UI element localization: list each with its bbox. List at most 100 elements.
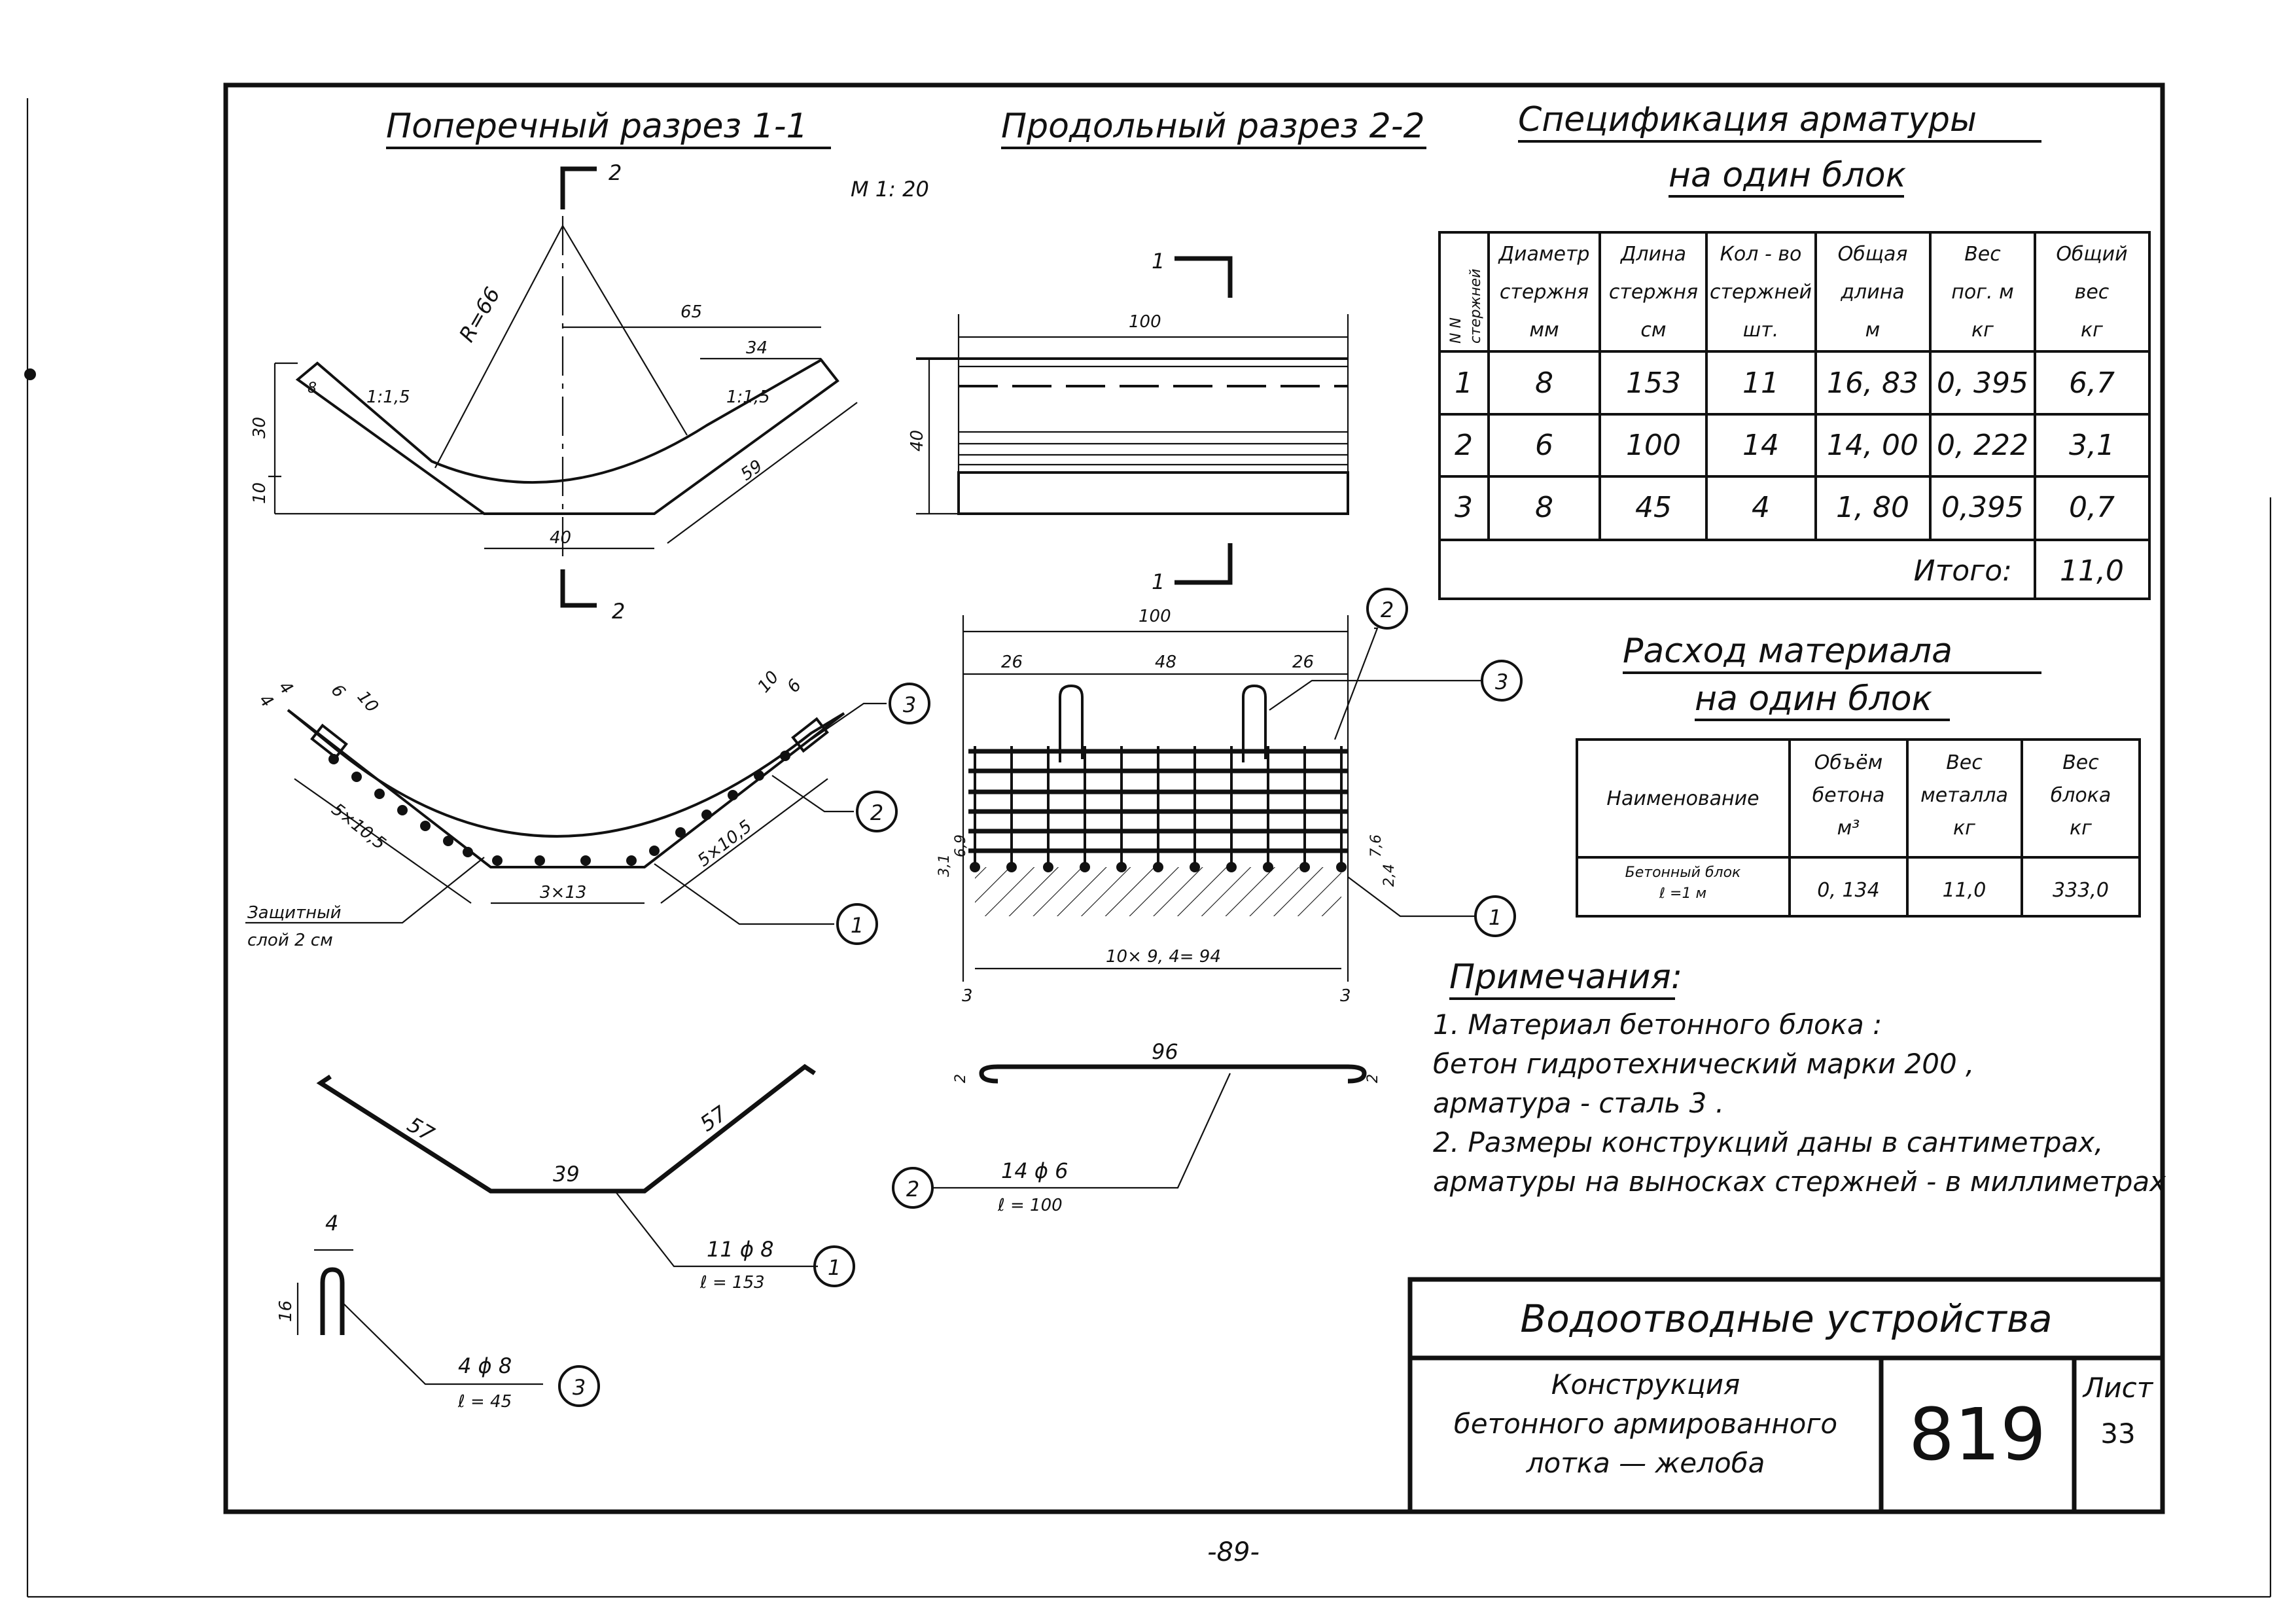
radius-line-left (434, 225, 563, 469)
title-block: Водоотводные устройства Конструкция бето… (1407, 1277, 2165, 1514)
spec-cell: 0, 222 (1937, 429, 2028, 462)
spec-cell: 0,7 (2069, 491, 2115, 524)
mesh-callout-1-leader (1347, 876, 1475, 918)
mesh-callout-2-leader (1333, 627, 1379, 740)
spec-header-text: Общая (1838, 243, 1908, 266)
dim-59: 59 (737, 456, 766, 485)
notes: Примечания: 1. Материал бетонного блока … (1433, 957, 2166, 1198)
spec-total-value: 11,0 (2060, 554, 2124, 588)
mesh-callout-circle-1 (1474, 895, 1516, 937)
mesh-callout-circle-3 (1481, 660, 1523, 702)
cut-mark-top (560, 166, 597, 209)
mesh-dim-94: 10× 9, 4= 94 (1106, 947, 1221, 967)
rebar-dot (443, 836, 453, 846)
spec-title-2: на один блок (1669, 156, 1907, 195)
spec-cell: 8 (1535, 366, 1553, 400)
mesh-dim-3-1: 3,1 (936, 854, 953, 877)
rebar-dot (374, 789, 385, 799)
spec-cell: 4 (1752, 491, 1770, 524)
bar-1-leader (614, 1190, 818, 1268)
mesh-bar-section (1263, 862, 1273, 872)
sheet-name-3: лотка — желоба (1526, 1447, 1765, 1479)
dim-4a: 4 (255, 690, 277, 711)
material-table-frame (1576, 738, 2141, 918)
notes-line-1: 1. Материал бетонного блока : (1433, 1008, 1882, 1041)
dim-65: 65 (680, 302, 702, 322)
rebar-dot (754, 770, 764, 781)
bar-1-seg-left: 57 (403, 1112, 439, 1147)
dim-8: 8 (308, 380, 317, 397)
bar-2-length: ℓ = 100 (997, 1196, 1063, 1215)
notes-title: Примечания: (1449, 957, 1682, 997)
callout-circle-1 (836, 903, 878, 945)
mesh-bar-section (1336, 862, 1347, 872)
spec-total-label: Итого: (1914, 554, 2012, 588)
rebar-dot (675, 827, 686, 838)
rebar-dot (580, 855, 591, 866)
rebar-dots (328, 751, 790, 866)
spec-cell: 8 (1535, 491, 1553, 524)
bar-1-seg-mid: 39 (553, 1162, 580, 1186)
bar-2-seg: 96 (1152, 1039, 1178, 1064)
bar-3-leader (342, 1302, 543, 1385)
reinforcement-cross-section: 4 4 6 10 10 6 5×10,5 5×10,5 3×13 Защитны… (245, 668, 930, 950)
cut-mark-1-bottom-label: 1 (1152, 569, 1165, 594)
rebar-dot (351, 772, 362, 782)
material-row-name-1: Бетонный блок (1625, 865, 1741, 881)
spec-header-text: см (1640, 319, 1666, 342)
cover-leader (245, 857, 485, 924)
spec-header-text: стержня (1500, 281, 1589, 304)
material-row-name-2: ℓ =1 м (1659, 885, 1706, 902)
mesh-bar-section (1226, 862, 1237, 872)
rebar-dot (701, 810, 712, 820)
notes-line-4: 2. Размеры конструкций даны в сантиметра… (1433, 1126, 2104, 1158)
spec-header-text: мм (1529, 319, 1559, 342)
bar-1-num: 1 (828, 1255, 841, 1280)
spec-cell: 1, 80 (1836, 491, 1909, 524)
rebar-dot (535, 855, 545, 866)
bar-1-count: 11 ϕ 8 (707, 1237, 774, 1262)
sheet-label: Лист (2082, 1372, 2154, 1404)
mesh-callout-circle-2 (1366, 588, 1408, 630)
mesh-dim-7-6: 7,6 (1368, 834, 1385, 857)
bar-2-circle (892, 1167, 934, 1209)
mesh-dim-48: 48 (1155, 652, 1176, 672)
spec-header-text: пог. м (1951, 281, 2013, 304)
radius-line-right (562, 225, 688, 436)
bar-3-width: 4 (325, 1211, 338, 1236)
spec-header-text: шт. (1743, 319, 1778, 342)
dim-5x10-left: 5×10,5 (328, 800, 389, 854)
dim-10-right: 10 (754, 668, 783, 697)
reinforcement-mesh: 100 26 48 26 10× 9, 4= 94 3 3 3,1 6,9 7,… (936, 588, 1523, 1006)
rebar-dot (626, 855, 637, 866)
trough-body (295, 358, 839, 515)
hook-rebar-left (310, 723, 348, 760)
rebar-dot (397, 805, 408, 815)
spec-cell: 6,7 (2069, 366, 2115, 400)
material-header-text: кг (2070, 817, 2092, 840)
mesh-bar-section (1006, 862, 1017, 872)
mesh-bar-section (1043, 862, 1053, 872)
bar-2-detail: 96 2 2 14 ϕ 6 ℓ = 100 2 (892, 1039, 1381, 1215)
material-header-text: Вес (2062, 751, 2099, 774)
spec-cell: 11 (1742, 366, 1779, 400)
cover-label-2: слой 2 см (247, 931, 333, 950)
spec-head-nn: N N (1448, 317, 1464, 344)
mesh-callout-3: 3 (1495, 669, 1508, 694)
mesh-bar-section (1116, 862, 1127, 872)
cut-mark-bottom (560, 569, 597, 608)
bar-3-count: 4 ϕ 8 (458, 1353, 512, 1378)
bar-1-seg-right: 57 (696, 1101, 732, 1137)
material-title-2: на один блок (1695, 679, 1933, 719)
cut-mark-bottom-label: 2 (612, 599, 625, 624)
spec-header-text: стержня (1609, 281, 1698, 304)
mesh-callout-2: 2 (1381, 597, 1394, 622)
dim-100: 100 (1129, 312, 1161, 332)
dim-line-left (294, 778, 472, 904)
spec-header-text: Вес (1964, 243, 2001, 266)
spec-cell: 153 (1626, 366, 1681, 400)
dim-5x10-right: 5×10,5 (694, 817, 756, 871)
slope-right-label: 1:1,5 (726, 387, 770, 407)
